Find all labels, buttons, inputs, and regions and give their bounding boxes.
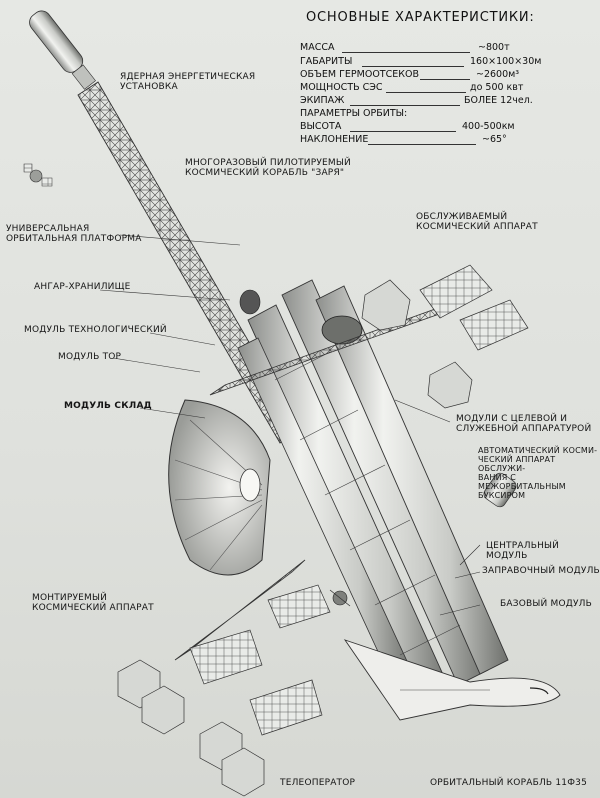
orbit-value-inclination: ~65° xyxy=(482,134,507,145)
label-orbital-platform: УНИВЕРСАЛЬНАЯ ОРБИТАЛЬНАЯ ПЛАТФОРМА xyxy=(6,224,142,244)
spec-underline xyxy=(362,66,464,67)
label-mounted-spacecraft: МОНТИРУЕМЫЙ КОСМИЧЕСКИЙ АППАРАТ xyxy=(32,593,154,613)
spec-underline xyxy=(368,144,476,145)
orbit-name-altitude: ВЫСОТА xyxy=(300,121,342,132)
teleoperator xyxy=(329,589,351,607)
label-automatic-spacecraft: АВТОМАТИЧЕСКИЙ КОСМИ- ЧЕСКИЙ АППАРАТ ОБС… xyxy=(478,446,598,500)
label-store-module: МОДУЛЬ СКЛАД xyxy=(64,401,152,411)
spec-value-power: до 500 квт xyxy=(470,82,524,93)
nuclear-power-unit xyxy=(29,10,96,90)
orbit-name-inclination: НАКЛОНЕНИЕ xyxy=(300,134,369,145)
label-refuel-module: ЗАПРАВОЧНЫЙ МОДУЛЬ xyxy=(482,566,600,576)
orbit-heading: ПАРАМЕТРЫ ОРБИТЫ: xyxy=(300,108,408,119)
label-base-module: БАЗОВЫЙ МОДУЛЬ xyxy=(500,599,593,609)
orbit-value-altitude: 400-500км xyxy=(462,121,515,132)
small-satellite xyxy=(23,163,53,187)
spec-value-volume: ~2600м³ xyxy=(476,69,520,80)
spec-value-dimensions: 160×100×30м xyxy=(470,56,542,67)
spec-underline xyxy=(342,52,470,53)
label-target-modules: МОДУЛИ С ЦЕЛЕВОЙ И СЛУЖЕБНОЙ АППАРАТУРОЙ xyxy=(456,414,592,434)
spec-name-power: МОЩНОСТЬ СЭС xyxy=(300,82,383,93)
label-orbital-ship: ОРБИТАЛЬНЫЙ КОРАБЛЬ 11Ф35 xyxy=(430,778,588,788)
orbiter-shuttle xyxy=(343,639,561,721)
label-tech-module: МОДУЛЬ ТЕХНОЛОГИЧЕСКИЙ xyxy=(24,325,167,335)
spec-name-dimensions: ГАБАРИТЫ xyxy=(300,56,353,67)
page-title: ОСНОВНЫЕ ХАРАКТЕРИСТИКИ: xyxy=(306,10,535,25)
spec-value-crew: БОЛЕЕ 12чел. xyxy=(464,95,533,106)
service-spacecraft xyxy=(483,472,517,508)
spec-value-mass: ~800т xyxy=(478,42,510,53)
leader-lines xyxy=(99,234,481,616)
antenna-dish xyxy=(168,399,271,576)
label-nuclear-unit: ЯДЕРНАЯ ЭНЕРГЕТИЧЕСКАЯ УСТАНОВКА xyxy=(120,72,256,92)
spec-underline xyxy=(386,92,466,93)
label-hangar: АНГАР-ХРАНИЛИЩЕ xyxy=(34,282,131,292)
main-modules xyxy=(237,279,509,706)
label-serviced-spacecraft: ОБСЛУЖИВАЕМЫЙ КОСМИЧЕСКИЙ АППАРАТ xyxy=(416,212,538,232)
spec-underline xyxy=(350,131,456,132)
label-teleoperator: ТЕЛЕОПЕРАТОР xyxy=(280,778,356,788)
solar-panels xyxy=(117,264,529,797)
label-zarya-ship: МНОГОРАЗОВЫЙ ПИЛОТИРУЕМЫЙ КОСМИЧЕСКИЙ КО… xyxy=(185,158,351,178)
spec-underline xyxy=(350,105,460,106)
spec-name-crew: ЭКИПАЖ xyxy=(300,95,345,106)
spec-name-volume: ОБЪЕМ ГЕРМООТСЕКОВ xyxy=(300,69,419,80)
spec-underline xyxy=(420,79,470,80)
spec-name-mass: МАССА xyxy=(300,42,335,53)
label-tor-module: МОДУЛЬ ТОР xyxy=(58,352,122,362)
label-central-module: ЦЕНТРАЛЬНЫЙ МОДУЛЬ xyxy=(486,541,560,561)
